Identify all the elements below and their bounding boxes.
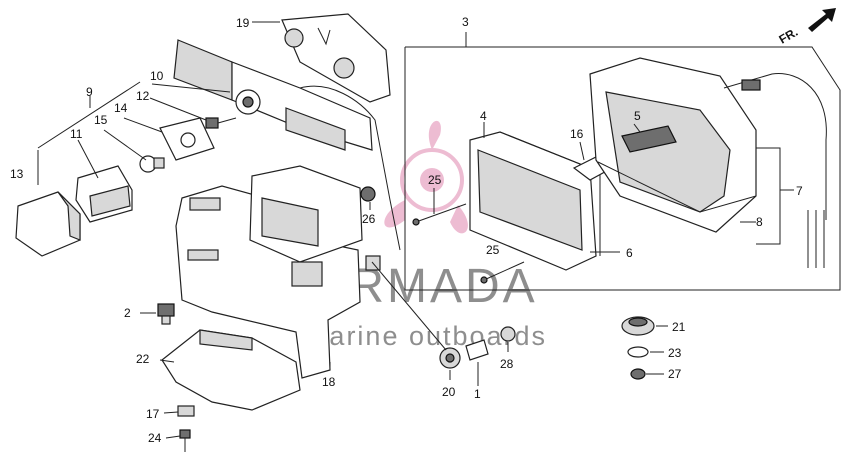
front-arrow-icon (808, 8, 836, 32)
callout-23: 23 (668, 346, 682, 360)
part-17-nut (177, 405, 195, 417)
callout-16: 16 (570, 127, 584, 141)
callout-4: 4 (480, 109, 487, 123)
assembly-frame (404, 46, 841, 291)
part-12-bolt (205, 117, 237, 129)
callout-11: 11 (70, 127, 83, 141)
part-27-nut (630, 368, 646, 380)
callout-19: 19 (236, 16, 250, 30)
part-11-socket (75, 165, 133, 223)
callout-25-upper: 25 (428, 173, 442, 187)
leader-10 (151, 83, 231, 93)
callout-28: 28 (500, 357, 514, 371)
part-26-grommet (360, 186, 376, 202)
leader-5 (633, 123, 641, 133)
callout-1: 1 (474, 387, 481, 401)
part-15-bulb (139, 155, 165, 173)
part-22-lower-cover (161, 329, 301, 411)
callout-15: 15 (94, 113, 108, 127)
leader-24 (165, 435, 181, 439)
part-1-collar (465, 339, 489, 361)
part-4-tail-lens (469, 131, 601, 271)
part-14-plate (159, 117, 215, 161)
callout-8: 8 (756, 215, 763, 229)
part-10-reflector-bracket (173, 39, 401, 251)
callout-12: 12 (136, 89, 150, 103)
part-25-screw-lower (480, 261, 525, 284)
tail-wiring (723, 73, 827, 268)
front-label: FR. (777, 25, 801, 47)
leader-22 (159, 359, 175, 363)
part-18-bracket (175, 165, 381, 379)
callout-17: 17 (146, 407, 160, 421)
callout-24: 24 (148, 431, 162, 445)
callout-18: 18 (322, 375, 336, 389)
part-20-grommet (439, 347, 461, 369)
leader-9 (37, 81, 141, 149)
callout-22: 22 (136, 352, 150, 366)
leader-17 (163, 411, 179, 414)
wire-lead (371, 261, 447, 351)
leader-16 (579, 141, 585, 161)
callout-9: 9 (86, 85, 93, 99)
callout-10: 10 (150, 69, 164, 83)
part-25-screw-upper (412, 203, 467, 226)
leader-15 (103, 129, 147, 161)
callout-20: 20 (442, 385, 456, 399)
leader-7 (756, 147, 781, 245)
callout-13: 13 (10, 167, 24, 181)
callout-26: 26 (362, 212, 376, 226)
callout-27: 27 (668, 367, 682, 381)
part-19-cover (281, 13, 391, 103)
part-28-screw (500, 326, 516, 342)
callout-7: 7 (796, 184, 803, 198)
callout-21: 21 (672, 320, 686, 334)
callout-5: 5 (634, 109, 641, 123)
part-24-bolt (179, 429, 191, 452)
callout-6: 6 (626, 246, 633, 260)
part-13-license-lens (15, 191, 81, 257)
leader-12 (149, 97, 207, 121)
part-5-socket (621, 125, 677, 153)
callout-2: 2 (124, 306, 131, 320)
leader-11 (77, 139, 99, 179)
callout-25-lower: 25 (486, 243, 500, 257)
callout-14: 14 (114, 101, 128, 115)
callout-3: 3 (462, 15, 469, 29)
part-2-bolt (157, 303, 175, 325)
part-23-washer (627, 346, 649, 358)
leader-14 (123, 117, 163, 133)
part-7-tail-housing (589, 57, 757, 233)
part-21-grommet (621, 316, 655, 336)
armada-logo-mark (384, 120, 468, 234)
